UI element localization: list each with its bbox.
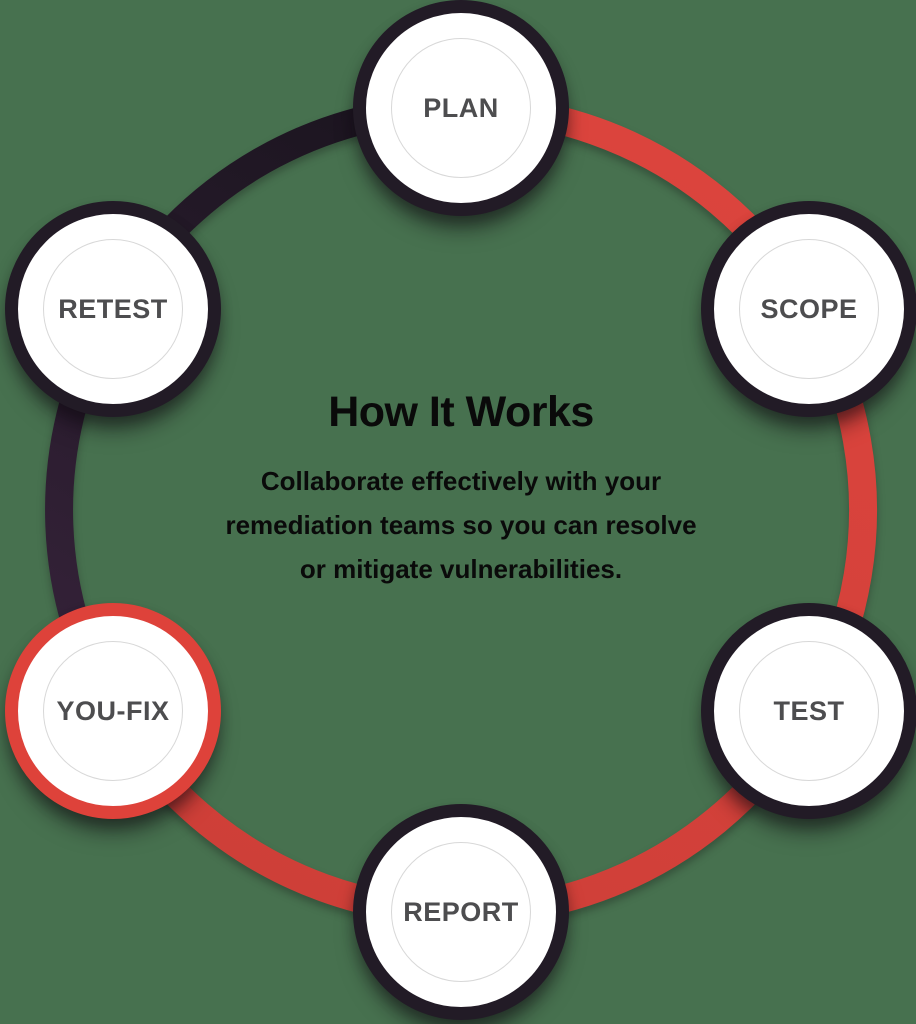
center-text: How It Works Collaborate effectively wit… <box>151 388 771 591</box>
subtitle-line: or mitigate vulnerabilities. <box>299 554 623 584</box>
node-you-fix: YOU-FIX <box>5 603 221 819</box>
node-test: TEST <box>701 603 916 819</box>
subtitle: Collaborate effectively with your remedi… <box>151 459 771 591</box>
node-label-test: TEST <box>773 695 845 726</box>
node-report: REPORT <box>353 804 569 1020</box>
node-label-plan: PLAN <box>423 92 499 123</box>
node-label-scope: SCOPE <box>760 293 858 324</box>
subtitle-line: remediation teams so you can resolve <box>225 510 697 540</box>
node-scope: SCOPE <box>701 201 916 417</box>
subtitle-line: Collaborate effectively with your <box>260 466 662 496</box>
page-title: How It Works <box>328 388 594 436</box>
node-label-you-fix: YOU-FIX <box>56 695 170 726</box>
node-label-retest: RETEST <box>58 293 168 324</box>
node-plan: PLAN <box>353 0 569 216</box>
node-label-report: REPORT <box>403 896 519 927</box>
node-retest: RETEST <box>5 201 221 417</box>
